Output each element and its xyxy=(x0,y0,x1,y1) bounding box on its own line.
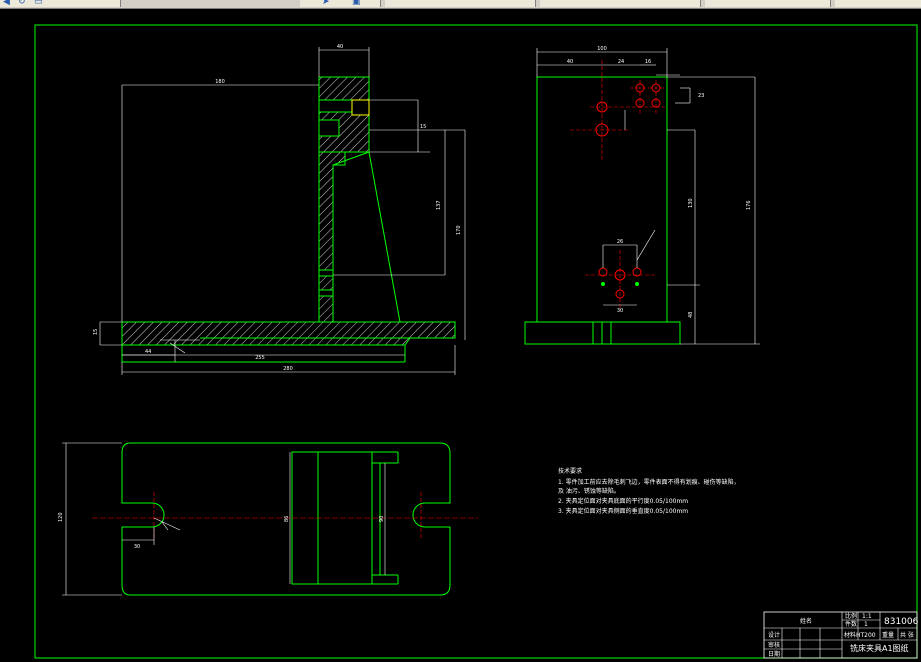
side-view: 100 40 24 16 176 130 48 26 30 23 xyxy=(524,46,760,345)
tb-sheet-label: 共 张 xyxy=(900,631,914,639)
dim-front-base-thick: 15 xyxy=(93,329,99,335)
dim-front-mid: 15 xyxy=(420,124,426,130)
dim-plan-slot: 30 xyxy=(134,544,140,550)
tb-row-2: 审核 xyxy=(768,641,780,649)
dim-side-pattern-depth: 30 xyxy=(617,308,623,314)
tb-row-3: 日期 xyxy=(768,650,780,658)
tb-material-label: 材料 xyxy=(844,631,856,639)
dim-side-height: 130 xyxy=(688,198,694,208)
front-slot-1 xyxy=(318,269,334,277)
front-view: 40 180 15 137 170 15 44 255 280 xyxy=(93,44,466,375)
tb-designer-label: 姓名 xyxy=(800,617,812,625)
toolbar-group-4[interactable] xyxy=(540,0,701,7)
dim-front-top-width: 40 xyxy=(337,44,343,50)
cad-drawing-canvas[interactable]: 40 180 15 137 170 15 44 255 280 xyxy=(0,8,921,662)
front-rib-edge xyxy=(368,151,401,323)
toolbar-group-6[interactable] xyxy=(835,0,921,7)
cad-toolbar: ◀ ↻ ▭ ➤ ▣ xyxy=(0,0,921,9)
notes-line-4: 3. 夹具定位面对夹具侧面的垂直度0.05/100mm xyxy=(558,507,688,515)
dim-front-base-inner: 255 xyxy=(255,355,265,361)
tb-weight-label: 重量 xyxy=(882,631,894,639)
dim-plan-inner: 86 xyxy=(284,516,290,522)
dim-plan-height: 120 xyxy=(58,512,64,522)
plan-view: 120 30 86 90 xyxy=(58,442,478,596)
tb-material-value: HT200 xyxy=(856,632,876,639)
dim-front-base-left: 44 xyxy=(145,349,151,355)
save-icon[interactable]: ▣ xyxy=(352,0,361,7)
notes-line-2: 及 油污、锈蚀等缺陷。 xyxy=(558,487,620,495)
toolbar-group-2[interactable]: ➤ ▣ xyxy=(300,0,381,7)
title-block: 姓名 比例 1:1 件数 1 831006 材料 HT200 重量 共 张 铣床… xyxy=(763,611,919,659)
arrow-icon[interactable]: ◀ xyxy=(3,0,10,7)
dim-plan-center: 90 xyxy=(379,516,385,522)
dim-side-lower: 48 xyxy=(688,312,694,318)
tb-count-value: 1 xyxy=(864,621,868,628)
tb-title: 铣床夹具A1图纸 xyxy=(850,643,909,653)
front-slot-2 xyxy=(318,289,334,297)
notes-heading: 技术要求 xyxy=(558,467,582,475)
toolbar-group-1[interactable]: ◀ ↻ ▭ xyxy=(0,0,121,7)
folder-icon[interactable]: ▭ xyxy=(34,0,43,7)
dim-side-total: 176 xyxy=(746,200,752,210)
dim-front-total-height: 170 xyxy=(456,225,462,235)
dim-front-height: 180 xyxy=(215,79,225,85)
tb-row-1: 设计 xyxy=(768,631,780,639)
front-base-plate xyxy=(121,321,456,346)
dim-front-mid-height: 137 xyxy=(436,200,442,210)
tb-count-label: 件数 xyxy=(845,620,857,628)
tb-scale-label: 比例 xyxy=(845,612,857,620)
pointer-icon[interactable]: ➤ xyxy=(322,0,330,7)
front-bore-lower xyxy=(318,119,340,137)
tb-scale-value: 1:1 xyxy=(862,613,872,620)
refresh-icon[interactable]: ↻ xyxy=(18,0,26,7)
technical-notes: 技术要求 1. 零件加工前应去除毛刺飞边，零件表面不得有划痕、碰伤等缺陷， 及 … xyxy=(558,467,740,515)
toolbar-group-3[interactable] xyxy=(385,0,536,7)
notes-line-3: 2. 夹具定位面对夹具底面的平行度0.05/100mm xyxy=(558,497,688,505)
dim-side-pattern-width: 26 xyxy=(617,239,623,245)
dim-side-hole-pitch: 16 xyxy=(645,59,651,65)
front-rib-top xyxy=(332,151,370,166)
dim-side-bottom: 23 xyxy=(698,93,704,99)
dim-side-offset: 40 xyxy=(567,59,573,65)
notes-line-1: 1. 零件加工前应去除毛刺飞边，零件表面不得有划痕、碰伤等缺陷， xyxy=(558,478,740,486)
drawing-border xyxy=(34,24,918,659)
dim-side-top-width: 100 xyxy=(597,46,607,52)
dim-side-hole-spacing: 24 xyxy=(618,59,624,65)
front-bore-detail xyxy=(351,99,370,116)
toolbar-group-5[interactable] xyxy=(705,0,831,7)
tb-drawing-number: 831006 xyxy=(884,617,919,627)
plan-outline xyxy=(121,442,451,596)
dim-front-base-length: 280 xyxy=(283,366,293,372)
